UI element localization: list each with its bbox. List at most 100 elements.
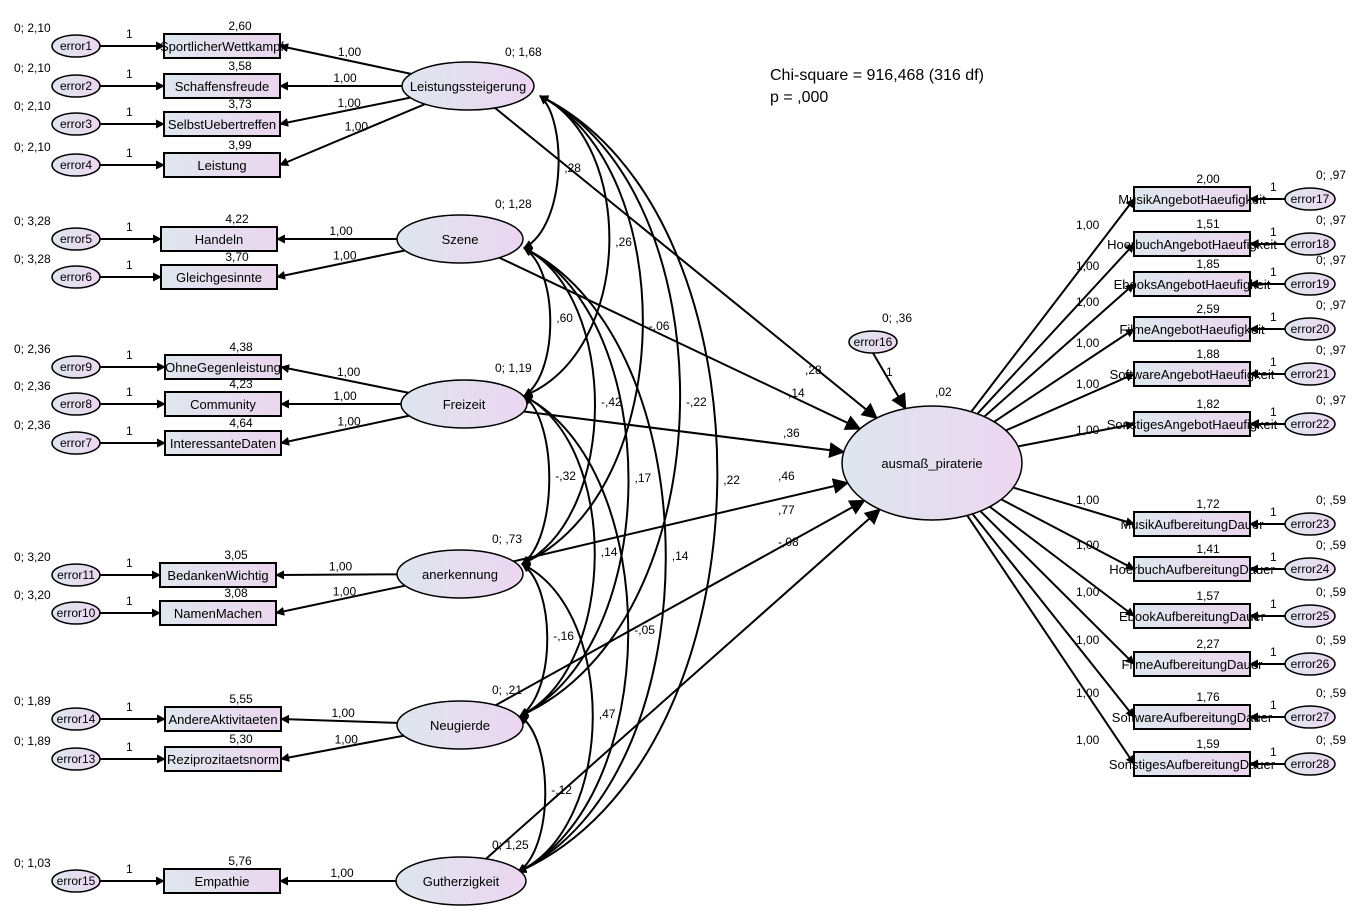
covariance-label: ,14: [601, 545, 618, 559]
error-name: error17: [1291, 192, 1330, 206]
error-variance: 0; ,97: [1316, 213, 1346, 227]
error-path-label: 1: [1270, 550, 1277, 564]
error-ellipse: [51, 601, 101, 625]
error-variance: 0; 3,28: [14, 252, 51, 266]
covariance-curve: [521, 95, 644, 565]
covariance-label: ,28: [564, 161, 581, 175]
covariance-curve: [517, 563, 594, 873]
loading-label: 1,00: [1076, 259, 1100, 273]
error-variance: 0; 1,89: [14, 694, 51, 708]
error-ellipse: [1284, 412, 1336, 436]
error-path-label: 1: [126, 146, 133, 160]
error-name: error10: [57, 606, 96, 620]
covariance-label: -,05: [634, 623, 655, 637]
loading-path: [276, 249, 405, 280]
error-variance: 0; ,59: [1316, 686, 1346, 700]
error-name: error18: [1291, 237, 1330, 251]
regression-label: ,77: [778, 503, 795, 517]
intercept-label: 2,27: [1196, 637, 1220, 651]
indicator-box: [159, 562, 277, 588]
indicator-box: [1133, 511, 1251, 537]
loading-label: 1,00: [331, 706, 355, 720]
error-variance: 0; ,59: [1316, 585, 1346, 599]
error-name: error4: [60, 158, 92, 172]
error-path-label: 1: [126, 67, 133, 81]
error-variance: 0; ,97: [1316, 393, 1346, 407]
intercept-label: 1,85: [1196, 257, 1220, 271]
loading-label: 1,00: [333, 249, 357, 263]
regression-label: ,14: [788, 386, 805, 400]
indicator-box: [1133, 651, 1251, 677]
intercept-label: 3,70: [225, 250, 249, 264]
intercept-label: 4,22: [225, 212, 249, 226]
intercept-label: 1,88: [1196, 347, 1220, 361]
indicator-name: Schaffensfreude: [175, 79, 269, 94]
loading-label: 1,00: [333, 71, 357, 85]
error-variance: 0; 2,10: [14, 140, 51, 154]
indicator-box: [1133, 603, 1251, 629]
error-variance: 0; 2,36: [14, 418, 51, 432]
error-name: error19: [1291, 277, 1330, 291]
error-name: error14: [57, 712, 96, 726]
covariance-curve: [519, 395, 596, 717]
error-name: error20: [1291, 322, 1330, 336]
error-variance: 0; 3,28: [14, 214, 51, 228]
loading-label: 1,00: [337, 414, 361, 428]
loading-label: 1,00: [1076, 585, 1100, 599]
error-ellipse: [51, 112, 101, 136]
loading-path: [280, 364, 409, 394]
covariance-curve: [521, 395, 551, 565]
loading-path: [279, 103, 426, 167]
loading-path: [1005, 373, 1135, 432]
indicator-name: FilmeAufbereitungDauer: [1122, 657, 1264, 672]
covariance-label: ,22: [723, 473, 740, 487]
loading-label: 1,00: [329, 560, 353, 574]
indicator-name: BedankenWichtig: [167, 568, 268, 583]
error-ellipse: [51, 707, 101, 731]
covariance-label: -,06: [649, 319, 670, 333]
intercept-label: 3,99: [228, 138, 252, 152]
error-ellipse: [51, 74, 101, 98]
error-path-label: 1: [1270, 505, 1277, 519]
intercept-label: 1,57: [1196, 589, 1220, 603]
intercept-label: 3,73: [228, 97, 252, 111]
indicator-name: SonstigesAngebotHaeufigkeit: [1107, 417, 1278, 432]
intercept-label: 1,82: [1196, 397, 1220, 411]
error-ellipse: [51, 34, 101, 58]
regression-path: [513, 478, 850, 563]
loading-path: [970, 198, 1135, 413]
covariance-curves: [517, 95, 719, 873]
loading-label: 1,00: [1076, 493, 1100, 507]
error-variance: 0; 3,20: [14, 550, 51, 564]
indicator-name: AndereAktivitaeten: [168, 712, 277, 727]
regression-path: [495, 499, 866, 707]
error-path-label: 1: [126, 556, 133, 570]
covariance-curve: [517, 247, 667, 873]
covariance-curve: [523, 95, 560, 249]
intercept-label: 1,59: [1196, 737, 1220, 751]
error-variance: 0; ,97: [1316, 343, 1346, 357]
labels: ,28,26,60-,06-,42-,32-,22,17,14-,16,22,1…: [14, 19, 1346, 880]
indicator-name: SoftwareAngebotHaeufigkeit: [1110, 367, 1275, 382]
indicator-box: [163, 152, 281, 178]
loading-label: 1,00: [1076, 218, 1100, 232]
error-variance: 0; ,59: [1316, 633, 1346, 647]
error-name: error16: [854, 335, 893, 349]
indicator-name: MusikAufbereitungDauer: [1120, 517, 1264, 532]
error-path-label: 1: [126, 424, 133, 438]
indicator-name: Reziprozitaetsnorm: [167, 752, 279, 767]
error-ellipse: [1284, 752, 1336, 776]
loading-path: [280, 734, 404, 762]
loading-label: 1,00: [335, 732, 359, 746]
latent-name: anerkennung: [422, 567, 498, 582]
latent-ellipse: [396, 549, 524, 599]
indicator-name: HoerbuchAngebotHaeufigkeit: [1107, 237, 1277, 252]
loading-path: [280, 714, 398, 724]
loading-label: 1,00: [1076, 377, 1100, 391]
error-ellipse: [1284, 187, 1336, 211]
error-path-label: 1: [126, 385, 133, 399]
regression-path: [485, 508, 881, 860]
structural-error-path: [872, 352, 907, 410]
intercept-label: 1,72: [1196, 497, 1220, 511]
